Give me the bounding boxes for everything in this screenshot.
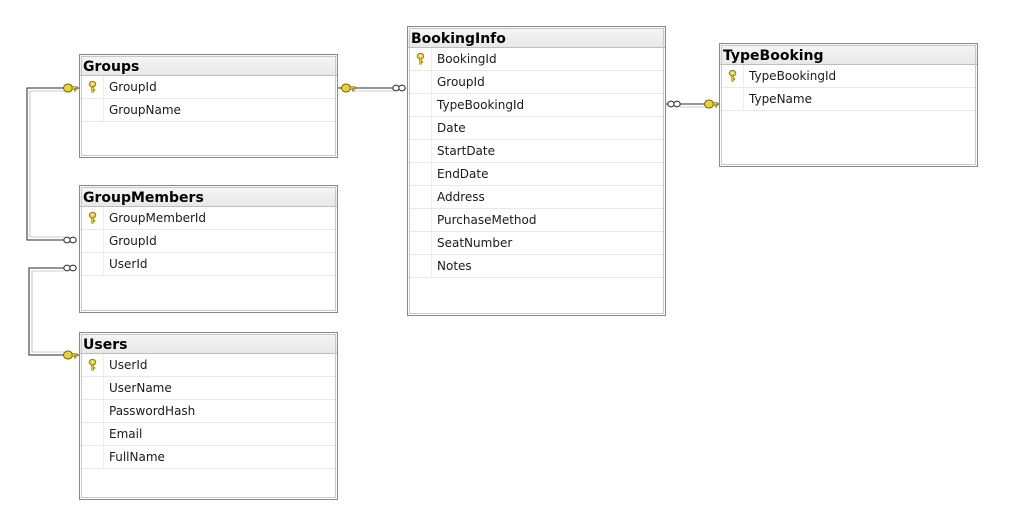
column-row[interactable]: EndDate [410, 163, 663, 186]
column-name: PurchaseMethod [437, 213, 537, 227]
many-end-infinity-icon [63, 264, 77, 272]
column-name: Date [437, 121, 466, 135]
column-row[interactable]: StartDate [410, 140, 663, 163]
one-end-key-icon [63, 83, 78, 93]
column-name: UserId [109, 257, 148, 271]
column-name: StartDate [437, 144, 495, 158]
column-row[interactable]: TypeBookingId [722, 65, 975, 88]
relationship-groups-bookinginfo[interactable] [338, 83, 406, 93]
column-name: TypeBookingId [749, 69, 837, 83]
column-name: GroupId [437, 75, 485, 89]
row-selector [82, 446, 104, 468]
column-row[interactable]: Notes [410, 255, 663, 278]
row-selector [82, 76, 104, 98]
column-row[interactable]: Date [410, 117, 663, 140]
column-row[interactable]: UserId [82, 354, 335, 377]
column-name: SeatNumber [437, 236, 513, 250]
row-selector [410, 140, 432, 162]
table-title[interactable]: Groups [80, 55, 337, 76]
column-name: TypeBookingId [437, 98, 525, 112]
column-name: GroupId [109, 80, 157, 94]
row-selector [82, 230, 104, 252]
primary-key-icon [88, 212, 97, 224]
column-row[interactable]: Address [410, 186, 663, 209]
row-selector [82, 354, 104, 376]
table-title[interactable]: Users [80, 333, 337, 354]
column-row[interactable]: FullName [82, 446, 335, 469]
column-row[interactable]: GroupId [82, 76, 335, 99]
table-title[interactable]: GroupMembers [80, 186, 337, 207]
relationship-groups-groupmembers[interactable] [26, 83, 80, 244]
column-name: UserName [109, 381, 172, 395]
column-name: PasswordHash [109, 404, 196, 418]
row-selector [82, 99, 104, 121]
many-end-infinity-icon [63, 236, 77, 244]
primary-key-icon [728, 70, 737, 82]
column-row[interactable]: Email [82, 423, 335, 446]
column-name: FullName [109, 450, 165, 464]
column-name: Notes [437, 259, 472, 273]
column-row[interactable]: BookingId [410, 48, 663, 71]
row-selector [410, 255, 432, 277]
many-end-infinity-icon [667, 100, 681, 108]
column-name: TypeName [749, 92, 812, 106]
one-end-key-icon [341, 83, 356, 93]
row-selector [82, 400, 104, 422]
row-selector [410, 48, 432, 70]
row-selector [410, 117, 432, 139]
column-row[interactable]: PasswordHash [82, 400, 335, 423]
row-selector [410, 209, 432, 231]
table-title[interactable]: BookingInfo [408, 27, 665, 48]
column-name: GroupId [109, 234, 157, 248]
row-selector [410, 232, 432, 254]
relationship-typebooking-bookinginfo[interactable] [666, 99, 720, 109]
row-selector [722, 88, 744, 110]
many-end-infinity-icon [392, 84, 406, 92]
table-title[interactable]: TypeBooking [720, 44, 977, 65]
column-name: GroupName [109, 103, 181, 117]
column-name: EndDate [437, 167, 489, 181]
one-end-key-icon [704, 99, 719, 109]
relationship-users-groupmembers[interactable] [28, 264, 80, 360]
column-row[interactable]: TypeName [722, 88, 975, 111]
column-row[interactable]: SeatNumber [410, 232, 663, 255]
row-selector [410, 94, 432, 116]
row-selector [410, 186, 432, 208]
column-row[interactable]: GroupName [82, 99, 335, 122]
column-name: Address [437, 190, 485, 204]
column-row[interactable]: UserId [82, 253, 335, 276]
column-row[interactable]: GroupMemberId [82, 207, 335, 230]
column-row[interactable]: PurchaseMethod [410, 209, 663, 232]
primary-key-icon [88, 81, 97, 93]
row-selector [82, 377, 104, 399]
primary-key-icon [416, 53, 425, 65]
row-selector [410, 71, 432, 93]
column-row[interactable]: TypeBookingId [410, 94, 663, 117]
column-name: Email [109, 427, 143, 441]
column-name: GroupMemberId [109, 211, 207, 225]
row-selector [82, 423, 104, 445]
row-selector [410, 163, 432, 185]
row-selector [82, 253, 104, 275]
column-row[interactable]: UserName [82, 377, 335, 400]
column-row[interactable]: GroupId [82, 230, 335, 253]
column-name: BookingId [437, 52, 497, 66]
column-row[interactable]: GroupId [410, 71, 663, 94]
column-name: UserId [109, 358, 148, 372]
one-end-key-icon [63, 350, 78, 360]
row-selector [722, 65, 744, 87]
row-selector [82, 207, 104, 229]
primary-key-icon [88, 359, 97, 371]
